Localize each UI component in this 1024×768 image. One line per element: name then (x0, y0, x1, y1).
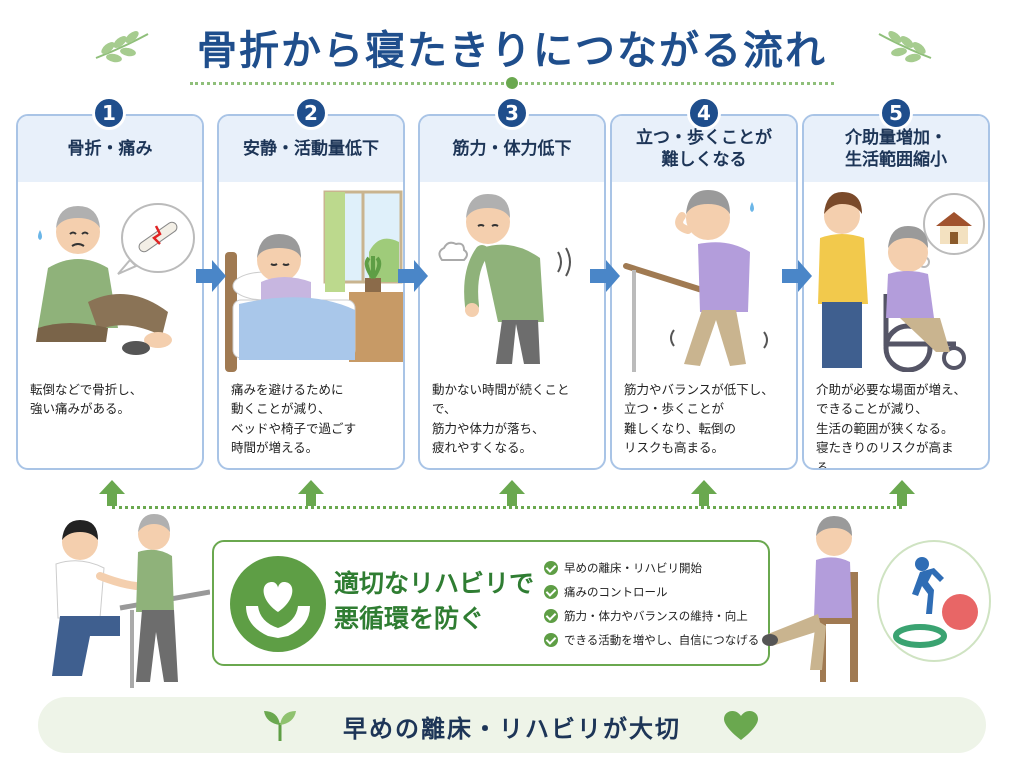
check-icon (544, 561, 558, 575)
step-1-number: 1 (92, 96, 126, 130)
caregiver-wheelchair-illustration (818, 192, 985, 373)
rehab-prevention-box: 適切なリハビリで 悪循環を防ぐ 早めの離床・リハビリ開始 痛みのコントロール 筋… (212, 540, 770, 666)
step-2-description: 痛みを避けるために 動くことが減り、 ベッドや椅子で過ごす 時間が増える。 (231, 382, 357, 456)
seated-leg-exercise-illustration (762, 516, 858, 682)
step-1-illustration (18, 182, 202, 372)
check-icon (544, 633, 558, 647)
elderly-woman-in-bed-illustration (225, 190, 403, 372)
tired-elderly-man-illustration (438, 194, 571, 364)
fallen-elderly-man-illustration (36, 203, 195, 355)
step-3-card: 筋力・体力低下 動かない時間が続くことで、 筋力や体力が落ち、 疲れやすくなる。 (418, 114, 606, 470)
arrow-up-icon (99, 480, 125, 506)
step-3-number: 3 (495, 96, 529, 130)
arrow-up-icon (298, 480, 324, 506)
step-5-illustration (804, 182, 988, 373)
step-1-card: 骨折・痛み 転倒などで骨折し、 強い痛みがある。 (16, 114, 204, 470)
arrow-right-icon (196, 260, 226, 292)
rehab-checklist: 早めの離床・リハビリ開始 痛みのコントロール 筋力・体力やバランスの維持・向上 … (544, 556, 768, 652)
exercise-ball-icon (942, 594, 978, 630)
arrow-right-icon (398, 260, 428, 292)
house-icon (936, 212, 972, 244)
step-5-card: 介助量増加・ 生活範囲縮小 介助が必要な場面 (802, 114, 990, 470)
arrow-up-icon (691, 480, 717, 506)
step-4-illustration (612, 182, 796, 372)
leaf-branch-icon (878, 31, 932, 63)
step-4-number: 4 (687, 96, 721, 130)
check-icon (544, 585, 558, 599)
bottom-banner: 早めの離床・リハビリが大切 (38, 697, 986, 753)
rehab-title-line-2: 悪循環を防ぐ (334, 604, 485, 633)
title-area: 骨折から寝たきりにつながる流れ (0, 10, 1024, 89)
sprout-icon (264, 711, 296, 741)
rehab-title-line-1: 適切なリハビリで (334, 569, 535, 598)
step-3-description: 動かない時間が続くことで、 筋力や体力が落ち、 疲れやすくなる。 (432, 382, 570, 456)
step-4-description: 筋力やバランスが低下し、 立つ・歩くことが 難しくなり、転倒の リスクも高まる。 (624, 382, 774, 456)
arrow-right-icon (590, 260, 620, 292)
step-2-card: 安静・活動量低下 痛みを避けるために 動くことが減り、 ベッドや椅子で過ごす 時… (217, 114, 405, 470)
step-2-number: 2 (294, 96, 328, 130)
therapist-walking-rehab-illustration (52, 514, 210, 688)
arrow-right-icon (782, 260, 812, 292)
checklist-item: 筋力・体力やバランスの維持・向上 (544, 604, 768, 628)
step-2-illustration (219, 182, 403, 372)
leaf-branch-icon (95, 31, 149, 63)
rehab-title: 適切なリハビリで 悪循環を防ぐ (334, 566, 544, 636)
arrow-up-icon (889, 480, 915, 506)
checklist-item: 痛みのコントロール (544, 580, 768, 604)
resistance-band-icon (893, 624, 947, 648)
hands-heart-icon (246, 582, 310, 638)
checklist-item: 早めの離床・リハビリ開始 (544, 556, 768, 580)
check-icon (544, 609, 558, 623)
prevention-loop-line (112, 506, 902, 509)
unsteady-elderly-woman-illustration (623, 190, 768, 372)
step-1-description: 転倒などで骨折し、 強い痛みがある。 (30, 382, 143, 417)
title-divider-dot (506, 77, 518, 89)
broken-bone-icon (138, 221, 178, 253)
exercise-equipment-illustration (877, 540, 991, 662)
rehab-circle-badge (230, 556, 326, 652)
arrow-up-icon (499, 480, 525, 506)
checklist-item: できる活動を増やし、自信につなげる (544, 628, 768, 652)
walking-person-icon (912, 557, 944, 614)
heart-icon (724, 711, 758, 740)
banner-message: 早めの離床・リハビリが大切 (343, 715, 681, 743)
step-3-illustration (420, 182, 604, 372)
step-5-description: 介助が必要な場面が増え、 できることが減り、 生活の範囲が狭くなる。 寝たきりの… (816, 382, 967, 470)
page-title: 骨折から寝たきりにつながる流れ (197, 28, 827, 74)
step-5-number: 5 (879, 96, 913, 130)
step-4-card: 立つ・歩くことが 難しくなる 筋力やバランスが低下し、 立つ・歩くことが 難しく… (610, 114, 798, 470)
